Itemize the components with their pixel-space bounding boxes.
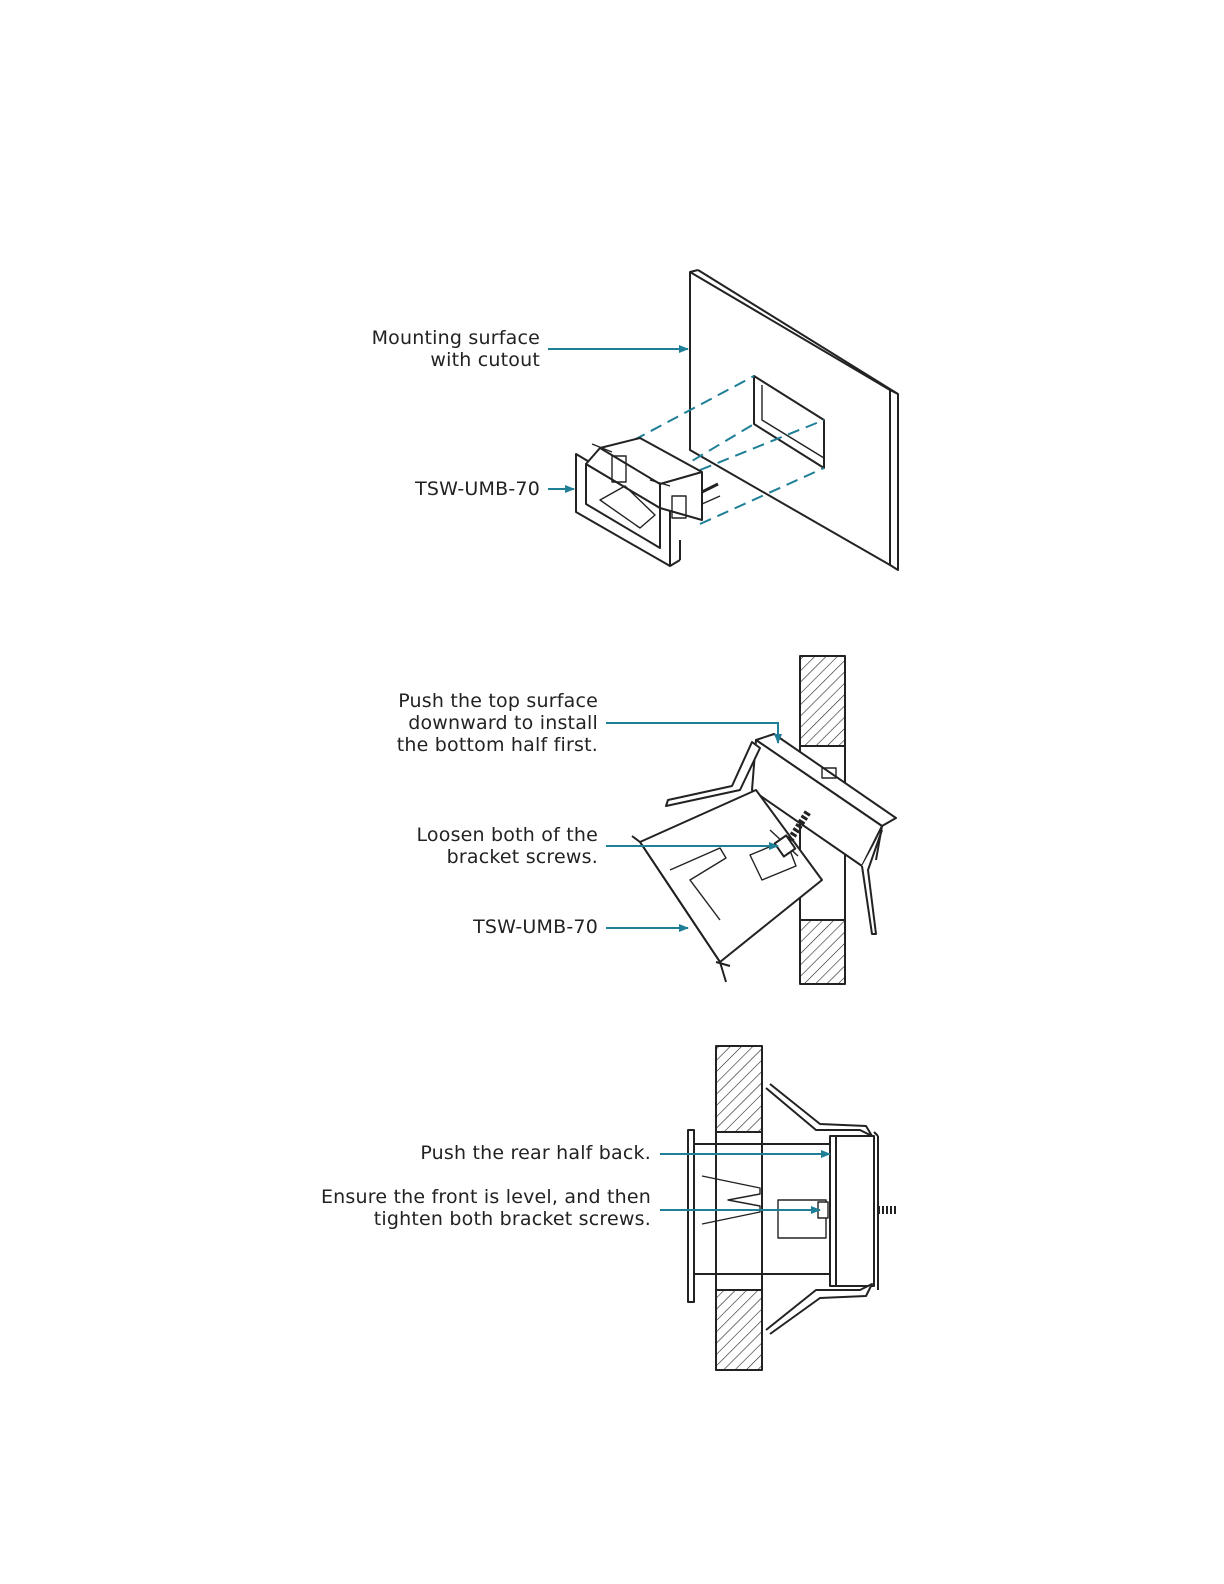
label-bracket-fig1: TSW-UMB-70: [415, 478, 540, 500]
label-push-top-surface: Push the top surface downward to install…: [397, 690, 598, 756]
front-bezel-3: [830, 1132, 878, 1290]
top-flange-3: [766, 1084, 872, 1136]
label-ensure-level: Ensure the front is level, and then tigh…: [321, 1186, 651, 1230]
figure2-tilted-install: [632, 656, 896, 984]
label-bracket-fig2: TSW-UMB-70: [473, 916, 598, 938]
label-loosen-screws: Loosen both of the bracket screws.: [416, 824, 598, 868]
figure3-level-install: [688, 1046, 898, 1370]
wall-section-hatched-3: [716, 1046, 762, 1370]
bottom-flange-3: [766, 1284, 872, 1334]
rear-plate: [688, 1130, 694, 1302]
callout-arrow-push: [606, 723, 778, 743]
figure1-mounting-overview: [576, 270, 898, 570]
label-push-rear: Push the rear half back.: [420, 1142, 651, 1164]
label-mounting-surface: Mounting surface with cutout: [372, 327, 540, 371]
